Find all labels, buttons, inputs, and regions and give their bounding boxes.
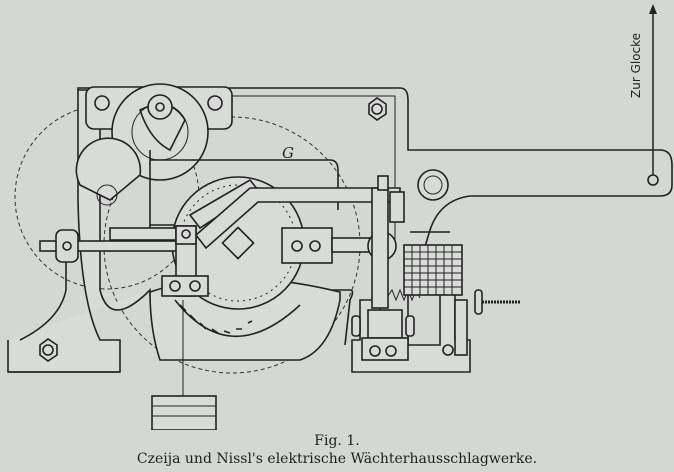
lever-label: G xyxy=(282,144,294,162)
lever-pivot xyxy=(417,169,449,201)
clamp-block xyxy=(281,227,333,264)
figure-caption: Czeija und Nissl's elektrische Wächterha… xyxy=(136,451,538,467)
square-arbor xyxy=(221,226,255,260)
knob xyxy=(55,229,79,263)
figure-number: Fig. 1. xyxy=(314,433,360,449)
screw xyxy=(94,95,110,111)
hammer-arm xyxy=(371,187,389,309)
frame-base-left xyxy=(7,89,151,373)
lever-eye xyxy=(647,174,659,186)
mechanism-drawing: G Zur Glocke xyxy=(7,4,673,430)
small-wheel xyxy=(75,137,142,201)
arrow-head-icon xyxy=(649,4,657,14)
main-frame xyxy=(77,87,673,345)
nut xyxy=(368,97,387,121)
to-bell-label: Zur Glocke xyxy=(629,33,643,98)
adjusting-screw-knob xyxy=(474,289,483,315)
weight xyxy=(151,395,217,430)
screw xyxy=(207,95,223,111)
nut xyxy=(39,338,58,362)
